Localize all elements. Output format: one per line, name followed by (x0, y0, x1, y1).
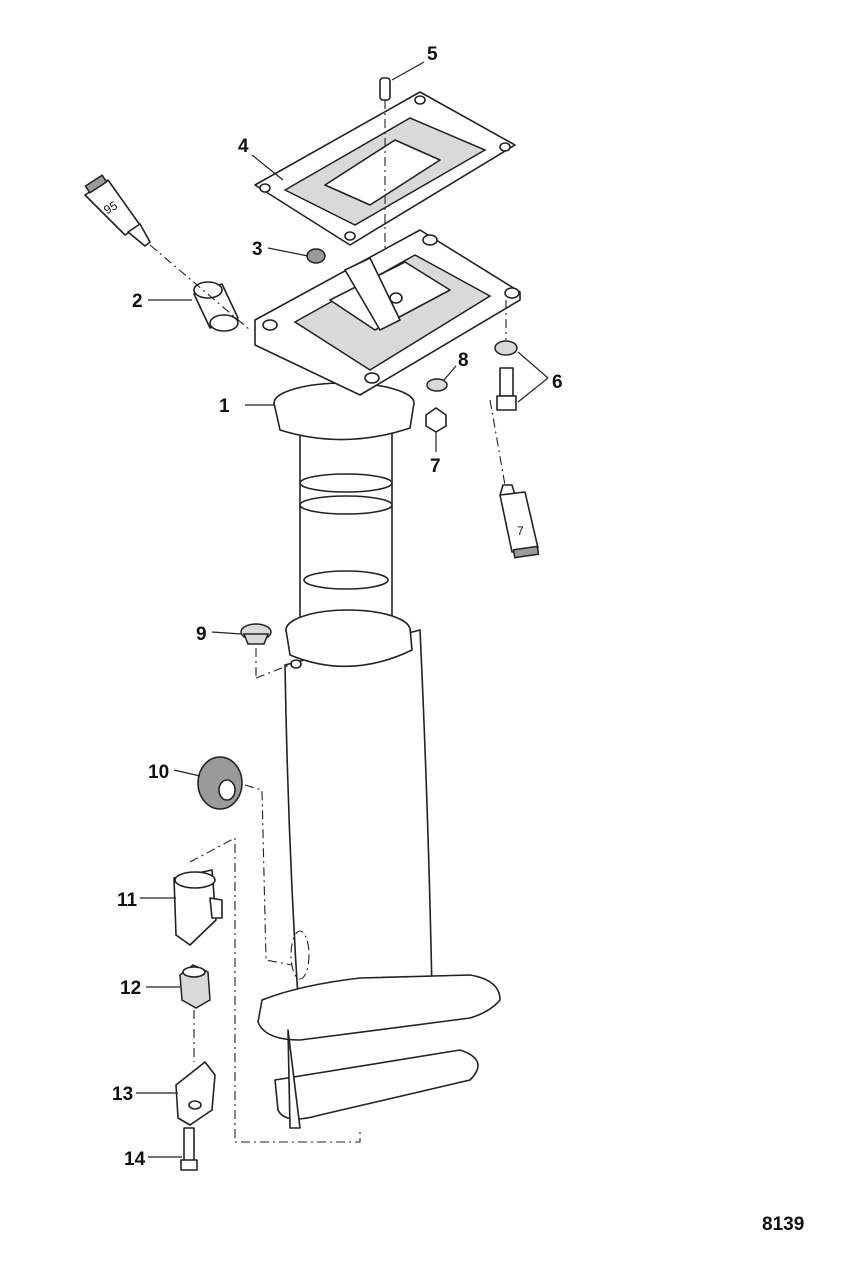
grommet (197, 756, 293, 966)
callout-14: 14 (124, 1149, 146, 1170)
callout-12: 12 (120, 978, 141, 999)
callout-6: 6 (552, 372, 563, 393)
callout-8: 8 (458, 350, 469, 371)
callout-5: 5 (427, 44, 438, 65)
adapter-plate (254, 229, 521, 396)
plug-small (306, 248, 326, 264)
bushing (149, 244, 251, 332)
plug (240, 623, 293, 679)
callout-7: 7 (430, 456, 441, 477)
callout-13: 13 (112, 1084, 133, 1105)
callout-1: 1 (219, 396, 230, 417)
callout-9: 9 (196, 624, 207, 645)
lock-nut (179, 964, 211, 1009)
clamp (175, 1010, 216, 1126)
tube-95-label: 95 (101, 198, 120, 217)
washer (426, 378, 448, 392)
callout-10: 10 (148, 762, 169, 783)
drawing-reference-number: 8139 (762, 1214, 804, 1235)
callout-2: 2 (132, 291, 143, 312)
lubricant-tube-7: 7 (489, 399, 540, 559)
lubricant-tube-95: 95 (84, 174, 151, 247)
tube-7-label: 7 (517, 524, 524, 538)
washer-screw-set (494, 300, 518, 411)
callout-3: 3 (252, 239, 263, 260)
hex-nut (425, 407, 447, 433)
screw (180, 1127, 198, 1171)
callout-labels: 1 2 3 4 5 6 7 8 9 10 11 12 13 14 (112, 44, 563, 1170)
dowel-pin (379, 77, 391, 250)
driveshaft-housing (257, 382, 501, 1129)
leader-lines (136, 61, 549, 1158)
bracket (173, 837, 361, 1143)
callout-11: 11 (117, 890, 138, 911)
callout-4: 4 (238, 136, 249, 157)
